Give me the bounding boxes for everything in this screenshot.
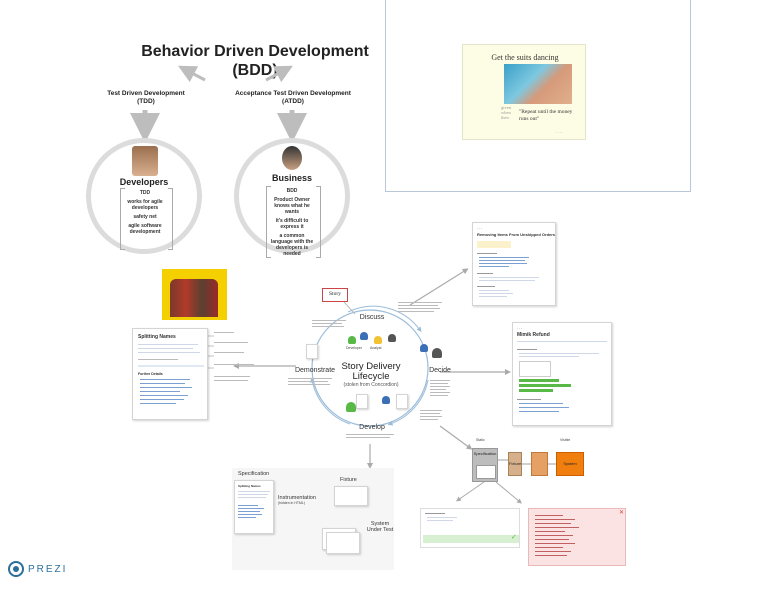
arrow-tdd-bdd bbox=[178, 65, 206, 83]
bottom-spec-doc[interactable]: Splitting Names bbox=[234, 480, 274, 534]
developer-icon-bottom bbox=[346, 402, 356, 412]
static-label: Static bbox=[476, 438, 485, 442]
tester-icon bbox=[360, 332, 368, 340]
slide-title: Get the suits dancing bbox=[491, 53, 559, 62]
fail-x-icon: ✕ bbox=[619, 510, 625, 516]
lifecycle-title: Story Delivery Lifecycle (stolen from Co… bbox=[341, 361, 401, 389]
roles-group-top: Developer Analyst bbox=[346, 330, 406, 352]
business-title: Business bbox=[271, 173, 313, 183]
atdd-label: Acceptance Test Driven Development (ATDD… bbox=[235, 90, 351, 105]
developer-icon bbox=[348, 336, 356, 344]
instrumentation-label: Instrumentation (hidden in HTML) bbox=[278, 495, 316, 505]
product-owner-icon bbox=[388, 334, 396, 342]
fixture-box[interactable]: Fixture bbox=[508, 452, 522, 476]
business-circle bbox=[234, 138, 350, 254]
slide-author: ······· bbox=[555, 131, 564, 135]
bottom-fixture-doc[interactable] bbox=[334, 486, 368, 506]
phase-discuss[interactable]: Discuss bbox=[359, 314, 385, 321]
business-photo bbox=[282, 146, 302, 170]
business-list: BDD Product Owner knows what he wants it… bbox=[270, 188, 314, 257]
developers-title: Developers bbox=[119, 177, 169, 187]
refund-doc[interactable]: · · · Mimik Refund bbox=[512, 322, 612, 426]
phase-demonstrate[interactable]: Demonstrate bbox=[294, 367, 336, 374]
prezi-logo-icon bbox=[8, 561, 24, 577]
splitting-names-doc[interactable]: Splitting Names Further Details bbox=[132, 328, 208, 420]
spec-doc-icon-bottom2 bbox=[396, 394, 408, 409]
phase-decide[interactable]: Decide bbox=[429, 367, 451, 374]
bottom-fixture-label: Fixture bbox=[340, 477, 357, 483]
system-under-test-label: System Under Test bbox=[366, 521, 394, 533]
lifecycle-ring bbox=[311, 309, 429, 427]
specification-box[interactable]: Specification bbox=[472, 448, 498, 482]
system-box[interactable]: System bbox=[556, 452, 584, 476]
bdd-title: Behavior Driven Development (BDD) bbox=[100, 42, 410, 80]
arrow-atdd-bdd bbox=[265, 65, 293, 83]
developers-list: TDD works for agile developers safety ne… bbox=[127, 190, 163, 235]
bdd-title-line2: (BDD) bbox=[232, 62, 278, 79]
story-tag: Story bbox=[322, 288, 348, 302]
bottom-system-doc-2 bbox=[326, 532, 360, 554]
slide-gwt: given when then bbox=[501, 105, 511, 120]
bdd-title-line1: Behavior Driven Development bbox=[141, 43, 369, 60]
check-icon: ✓ bbox=[511, 534, 517, 541]
spec-doc-icon-bottom bbox=[356, 394, 368, 409]
tester-icon-bottom bbox=[382, 396, 390, 404]
spec-doc-icon bbox=[306, 344, 318, 359]
product-owner-icon-right bbox=[432, 348, 442, 358]
bottom-spec-label: Specification bbox=[238, 471, 270, 477]
phase-develop[interactable]: Develop bbox=[359, 424, 385, 431]
analyst-icon bbox=[374, 336, 382, 344]
visible-label: Visible bbox=[560, 438, 571, 442]
tdd-label: Test Driven Development (TDD) bbox=[107, 90, 185, 105]
failing-result-panel[interactable]: ✕ bbox=[528, 508, 626, 566]
removing-items-doc[interactable]: · · · Removing Items From Unshipped Orde… bbox=[472, 222, 556, 306]
slide-photo bbox=[504, 64, 572, 104]
passing-result-panel[interactable]: ✓ bbox=[420, 508, 520, 548]
adapter-box[interactable] bbox=[531, 452, 548, 476]
developers-circle bbox=[86, 138, 202, 254]
prezi-logo-text: PREZI bbox=[28, 564, 68, 575]
slide-quote: "Repeat until the money runs out" bbox=[519, 109, 573, 122]
poster-image bbox=[162, 269, 227, 320]
tester-icon-right bbox=[420, 344, 428, 352]
developers-photo bbox=[132, 146, 158, 176]
refund-title: Mimik Refund bbox=[517, 332, 550, 338]
removing-items-title: Removing Items From Unshipped Orders bbox=[477, 232, 556, 237]
